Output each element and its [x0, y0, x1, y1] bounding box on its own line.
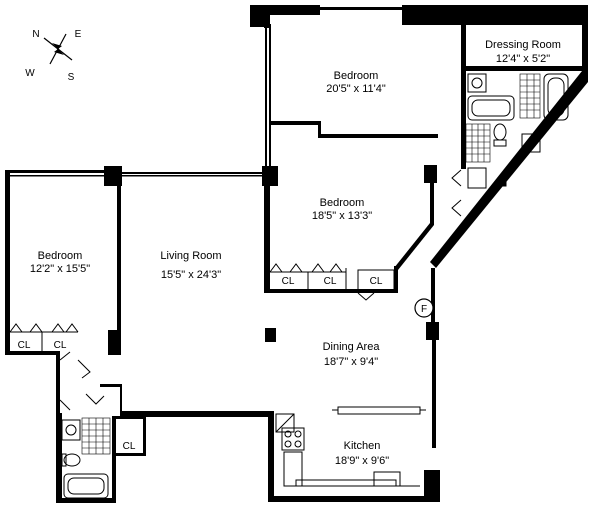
dressing-room-name: Dressing Room	[485, 39, 561, 51]
compass-s-label: S	[68, 72, 75, 83]
bedroom-top-size: 20'5" x 11'4"	[326, 83, 386, 95]
closet-label: CL	[18, 340, 31, 351]
fireplace-label: F	[421, 304, 427, 315]
closet-label: CL	[123, 441, 136, 452]
bedroom-mid-size: 18'5" x 13'3"	[312, 210, 372, 222]
compass-rose-icon: N E S W	[25, 29, 81, 83]
fireplace-icon: F	[414, 298, 434, 318]
compass-w-label: W	[25, 68, 35, 79]
compass-n-label: N	[32, 29, 39, 40]
dining-area-size: 18'7" x 9'4"	[324, 356, 378, 368]
living-room-size: 15'5" x 24'3"	[161, 269, 221, 281]
kitchen-size: 18'9" x 9'6"	[335, 455, 389, 467]
compass-e-label: E	[75, 29, 82, 40]
fixtures	[59, 73, 569, 499]
bedroom-top-name: Bedroom	[334, 70, 379, 82]
closets	[9, 263, 395, 351]
bedroom-left-size: 12'2" x 15'5"	[30, 263, 90, 275]
closet-label: CL	[324, 276, 337, 287]
bedroom-left-name: Bedroom	[38, 250, 83, 262]
closet-label: CL	[282, 276, 295, 287]
living-room-name: Living Room	[160, 250, 221, 262]
kitchen-name: Kitchen	[344, 440, 381, 452]
dressing-room-size: 12'4" x 5'2"	[496, 53, 550, 65]
dining-area-name: Dining Area	[323, 341, 381, 353]
closet-label: CL	[370, 276, 383, 287]
bedroom-mid-name: Bedroom	[320, 197, 365, 209]
closet-label: CL	[54, 340, 67, 351]
